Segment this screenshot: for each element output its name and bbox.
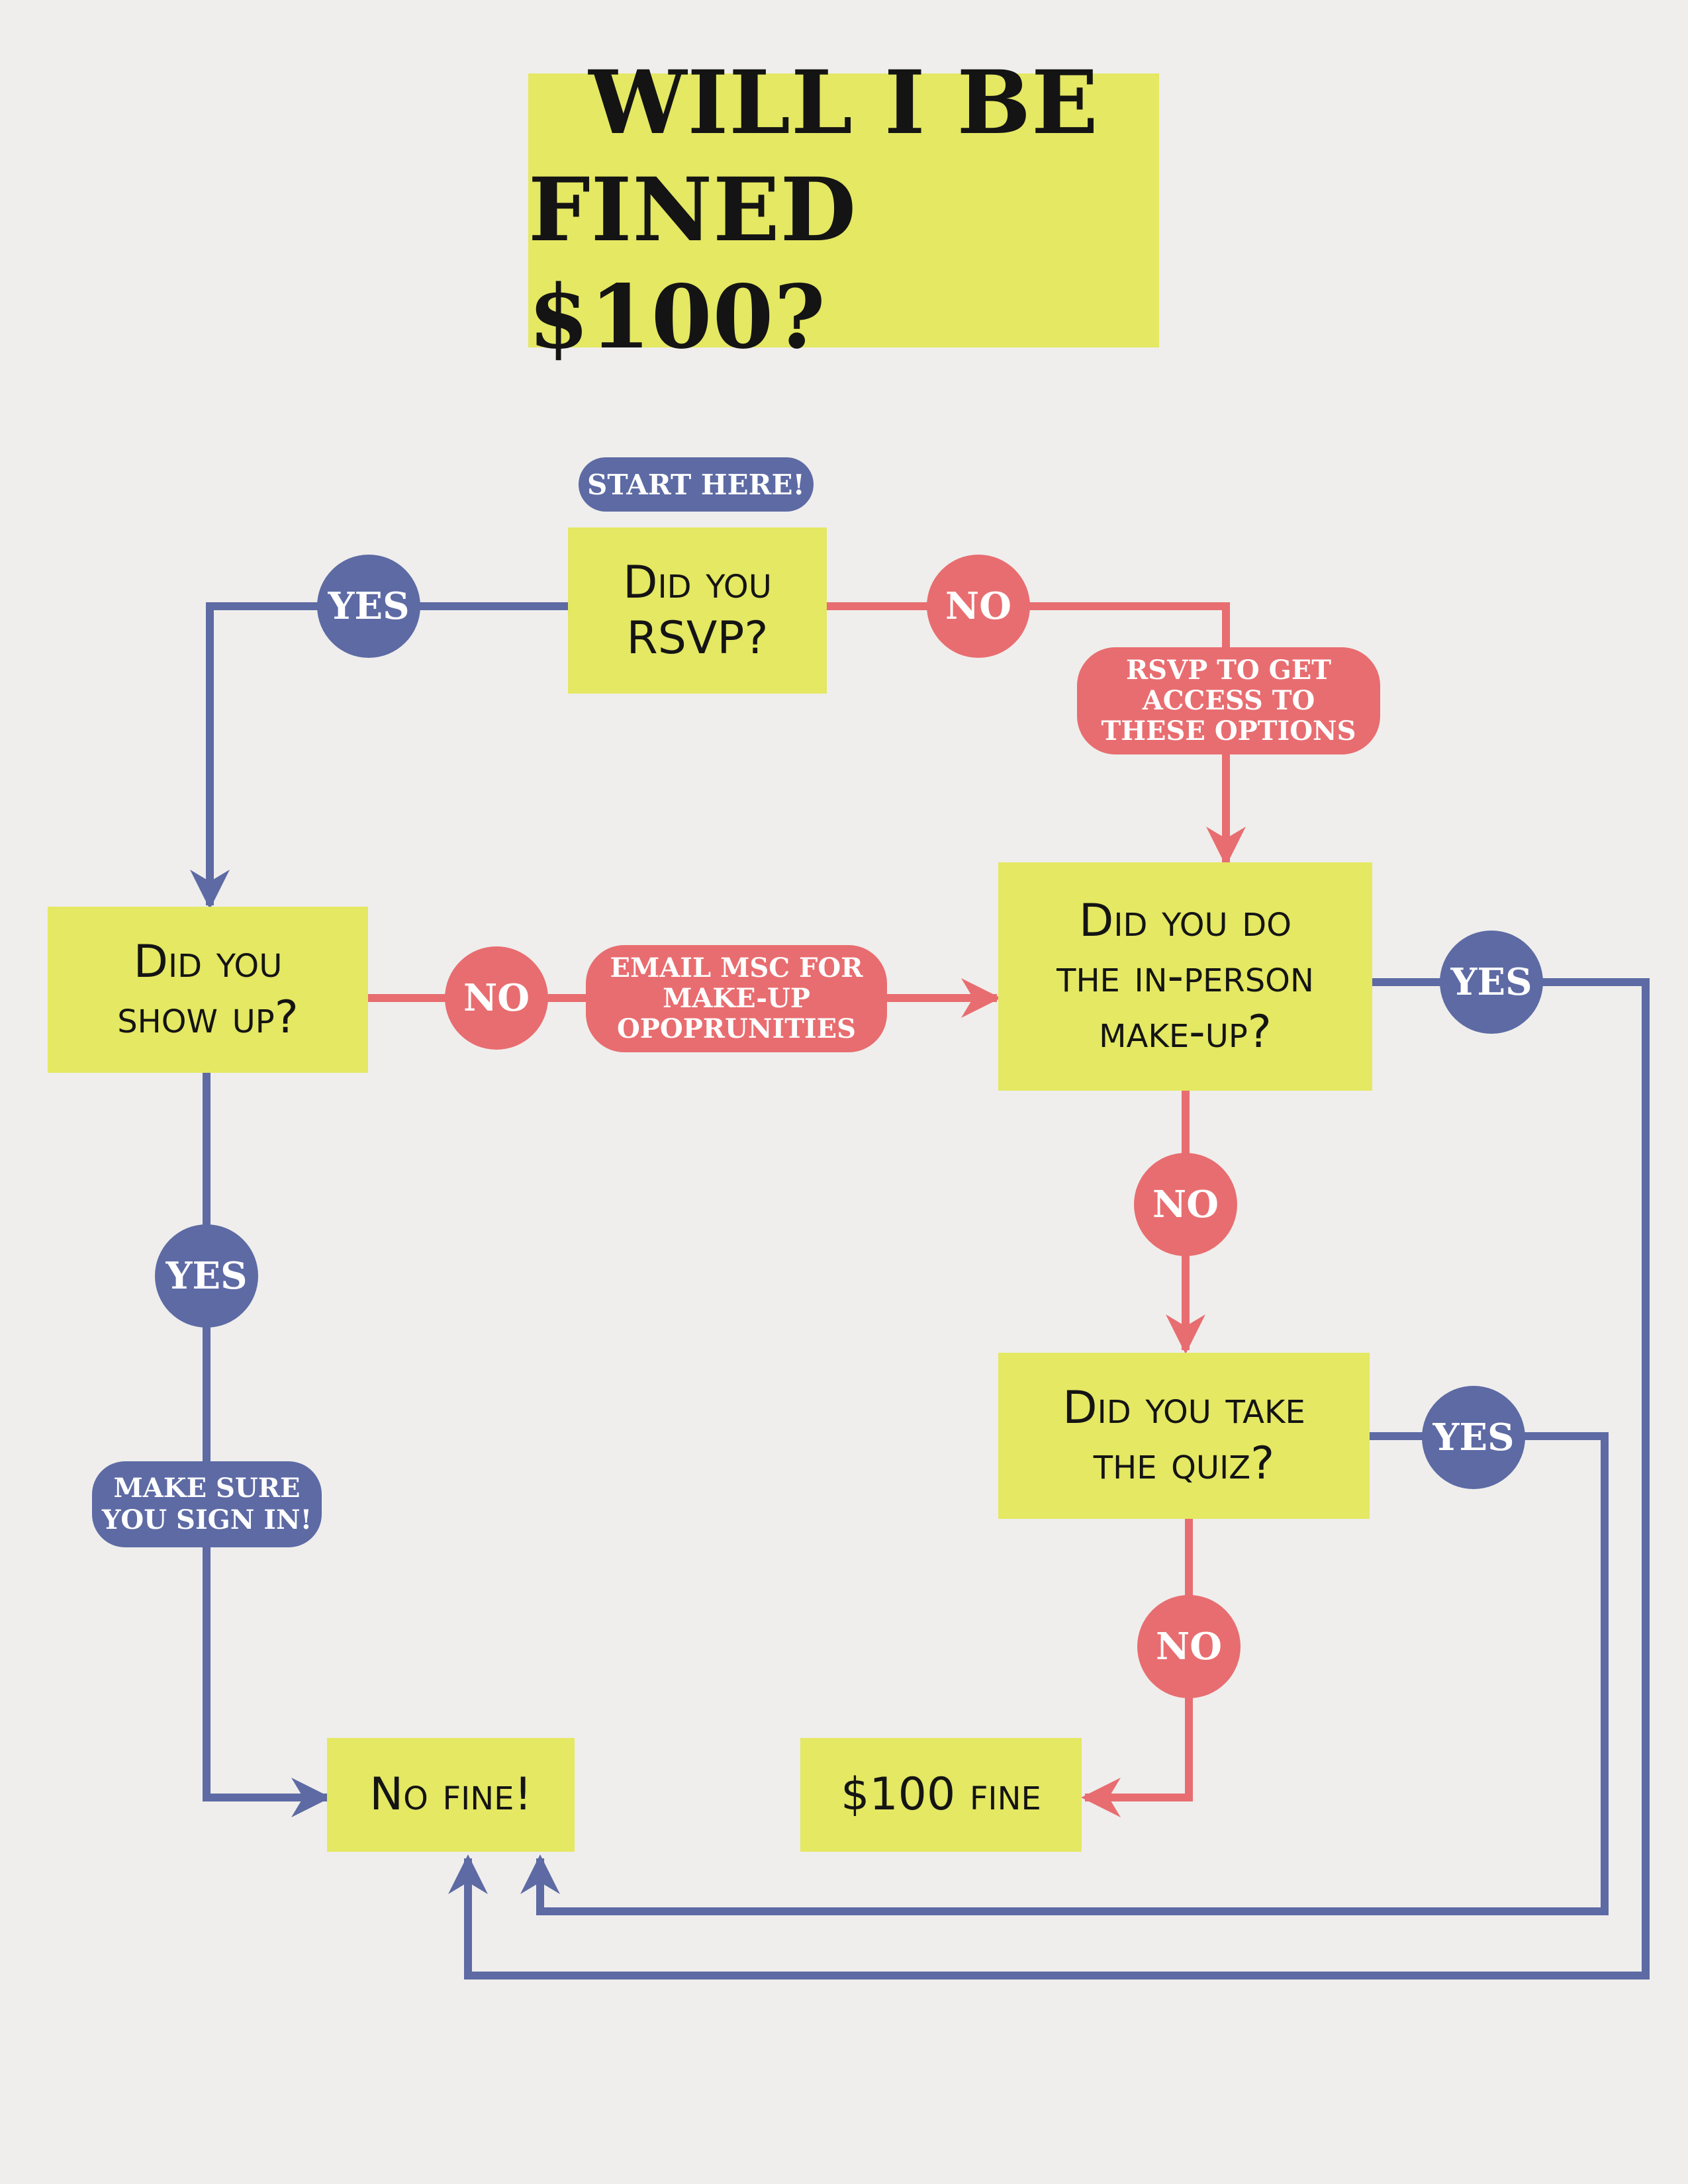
answer-no-rsvp: NO <box>927 555 1030 658</box>
question-show-up-line-1: Did you <box>133 935 283 988</box>
note-rsvp-access-line-2: ACCESS TO <box>1142 685 1315 716</box>
start-here-label: START HERE! <box>579 457 814 512</box>
answer-yes-rsvp: YES <box>317 555 420 658</box>
question-rsvp-line-1: Did you <box>623 556 772 609</box>
start-here-text: START HERE! <box>587 468 805 501</box>
title-line-1: WILL I BE <box>588 52 1099 154</box>
note-email-msc-line-3: OPOPRUNITIES <box>616 1013 857 1044</box>
question-quiz: Did you take the quiz? <box>998 1353 1370 1519</box>
outcome-no-fine: No fine! <box>327 1738 575 1852</box>
note-sign-in-line-2: YOU SIGN IN! <box>101 1504 312 1535</box>
answer-yes-quiz: YES <box>1422 1386 1525 1489</box>
connector-makeup-yes <box>448 978 1650 1979</box>
note-rsvp-access-line-3: THESE OPTIONS <box>1101 715 1356 747</box>
question-makeup-line-2: the in-person <box>1056 950 1314 1003</box>
question-makeup-line-3: make-up? <box>1099 1005 1272 1058</box>
answer-yes-show-up: YES <box>155 1224 258 1328</box>
question-makeup: Did you do the in-person make-up? <box>998 862 1372 1091</box>
note-sign-in: MAKE SURE YOU SIGN IN! <box>92 1461 322 1547</box>
question-rsvp-line-2: RSVP? <box>626 612 769 664</box>
connector-quiz-yes <box>520 1432 1609 1915</box>
question-quiz-line-1: Did you take <box>1062 1381 1305 1434</box>
question-makeup-line-1: Did you do <box>1078 894 1292 947</box>
note-sign-in-line-1: MAKE SURE <box>113 1473 301 1504</box>
note-email-msc: EMAIL MSC FOR MAKE-UP OPOPRUNITIES <box>586 945 887 1052</box>
question-rsvp: Did you RSVP? <box>568 527 827 694</box>
connector-showup-yes <box>203 1072 331 1817</box>
title-line-2: FINED $100? <box>528 159 857 369</box>
title-box: WILL I BE FINED $100? <box>528 52 1159 369</box>
question-quiz-line-2: the quiz? <box>1093 1437 1275 1490</box>
note-rsvp-access: RSVP TO GET ACCESS TO THESE OPTIONS <box>1077 647 1380 754</box>
note-email-msc-line-1: EMAIL MSC FOR <box>610 952 863 983</box>
outcome-fine-label: $100 fine <box>841 1768 1041 1821</box>
outcome-fine: $100 fine <box>800 1738 1082 1852</box>
answer-yes-makeup: YES <box>1440 931 1543 1034</box>
answer-no-makeup: NO <box>1134 1153 1237 1256</box>
answer-no-show-up: NO <box>445 946 548 1050</box>
question-show-up: Did you show up? <box>48 907 368 1073</box>
answer-no-quiz: NO <box>1137 1595 1241 1698</box>
connector-rsvp-yes <box>190 602 568 909</box>
note-email-msc-line-2: MAKE-UP <box>663 983 810 1014</box>
outcome-no-fine-label: No fine! <box>369 1768 532 1821</box>
question-show-up-line-2: show up? <box>117 991 299 1044</box>
note-rsvp-access-line-1: RSVP TO GET <box>1125 655 1332 686</box>
